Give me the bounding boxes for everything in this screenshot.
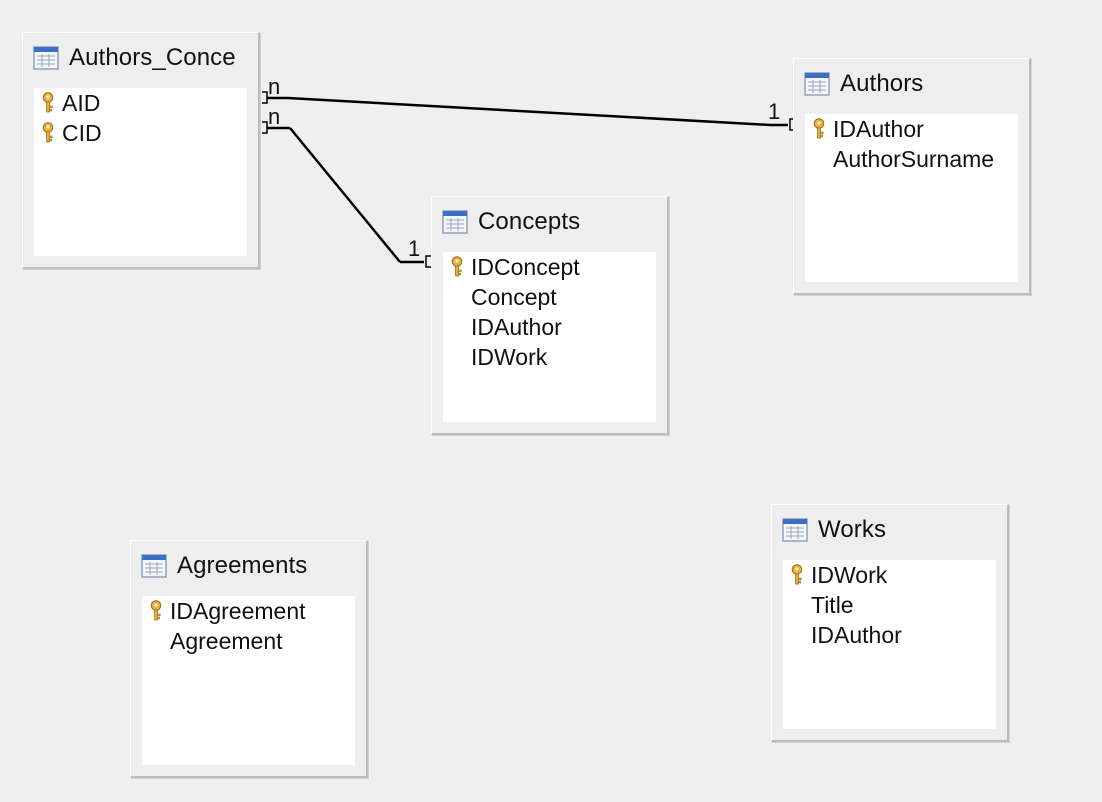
table-agreements[interactable]: Agreements IDAgreement Agreement bbox=[130, 540, 368, 778]
table-works[interactable]: Works IDWork Title IDAuthor bbox=[771, 504, 1009, 742]
field-name: IDWork bbox=[811, 561, 888, 588]
table-concepts[interactable]: Concepts IDConcept Concept IDAuthor IDWo… bbox=[431, 196, 669, 435]
primary-key-icon bbox=[42, 122, 54, 143]
field-name: Agreement bbox=[170, 627, 283, 654]
table-header[interactable]: Authors_Conce bbox=[33, 43, 236, 73]
primary-key-icon bbox=[791, 564, 803, 585]
table-icon bbox=[804, 72, 830, 96]
table-icon bbox=[33, 46, 59, 70]
table-header[interactable]: Concepts bbox=[442, 207, 580, 237]
table-title: Concepts bbox=[478, 208, 581, 235]
table-authors[interactable]: Authors IDAuthor AuthorSurname bbox=[793, 58, 1031, 295]
table-header[interactable]: Works bbox=[782, 515, 886, 545]
field-row[interactable]: Agreement bbox=[142, 626, 355, 656]
field-name: IDAgreement bbox=[170, 597, 306, 624]
primary-key-icon bbox=[150, 600, 162, 621]
primary-key-icon bbox=[451, 256, 463, 277]
table-title: Agreements bbox=[177, 552, 308, 579]
field-row[interactable]: IDAuthor bbox=[443, 312, 656, 342]
field-row[interactable]: IDAgreement bbox=[142, 596, 355, 626]
cardinality-n-cid: n bbox=[268, 104, 281, 129]
cardinality-1-concepts: 1 bbox=[408, 236, 421, 261]
field-row[interactable]: IDConcept bbox=[443, 252, 656, 282]
relation-aid-authors[interactable] bbox=[262, 91, 795, 131]
field-list[interactable]: IDWork Title IDAuthor bbox=[783, 560, 996, 729]
field-list[interactable]: IDConcept Concept IDAuthor IDWork bbox=[443, 252, 656, 422]
field-row[interactable]: AuthorSurname bbox=[805, 144, 1018, 174]
primary-key-icon bbox=[813, 118, 825, 139]
table-icon bbox=[442, 210, 468, 234]
table-header[interactable]: Authors bbox=[804, 69, 923, 99]
table-icon bbox=[782, 518, 808, 542]
field-name: Concept bbox=[471, 283, 557, 310]
field-name: CID bbox=[62, 119, 102, 146]
field-name: IDAuthor bbox=[833, 115, 924, 142]
field-row[interactable]: AID bbox=[34, 88, 247, 118]
primary-key-icon bbox=[42, 92, 54, 113]
field-name: IDAuthor bbox=[471, 313, 562, 340]
field-list[interactable]: IDAuthor AuthorSurname bbox=[805, 114, 1018, 282]
field-row[interactable]: CID bbox=[34, 118, 247, 148]
field-row[interactable]: Concept bbox=[443, 282, 656, 312]
table-title: Works bbox=[818, 516, 887, 543]
table-header[interactable]: Agreements bbox=[141, 551, 307, 581]
table-icon bbox=[141, 554, 167, 578]
cardinality-1-authors: 1 bbox=[768, 99, 781, 124]
cardinality-n-aid: n bbox=[268, 74, 281, 99]
field-row[interactable]: IDWork bbox=[443, 342, 656, 372]
relation-cid-concepts[interactable] bbox=[262, 121, 431, 268]
table-title: Authors bbox=[840, 70, 924, 97]
field-list[interactable]: AID CID bbox=[34, 88, 247, 256]
field-name: IDWork bbox=[471, 343, 548, 370]
field-name: AuthorSurname bbox=[833, 145, 995, 172]
field-row[interactable]: Title bbox=[783, 590, 996, 620]
field-row[interactable]: IDAuthor bbox=[805, 114, 1018, 144]
field-row[interactable]: IDAuthor bbox=[783, 620, 996, 650]
field-name: IDConcept bbox=[471, 253, 580, 280]
table-authors-concepts[interactable]: Authors_Conce AID CID bbox=[22, 32, 260, 269]
table-title: Authors_Conce bbox=[69, 44, 236, 71]
field-row[interactable]: IDWork bbox=[783, 560, 996, 590]
field-list[interactable]: IDAgreement Agreement bbox=[142, 596, 355, 765]
field-name: Title bbox=[811, 591, 854, 618]
field-name: IDAuthor bbox=[811, 621, 902, 648]
field-name: AID bbox=[62, 89, 101, 116]
